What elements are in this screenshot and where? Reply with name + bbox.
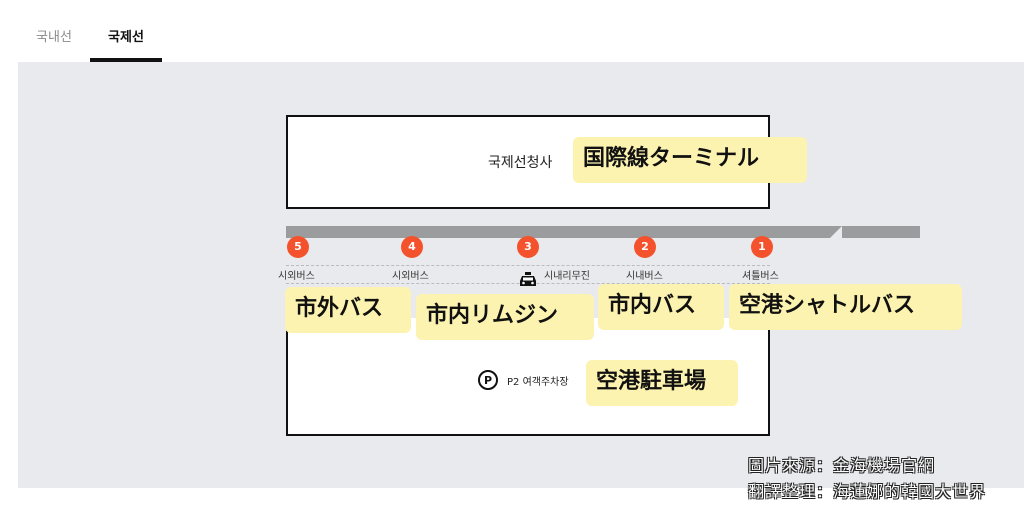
terminal-label: 국제선청사 <box>488 155 553 171</box>
stop-4-marker[interactable]: 4 <box>401 236 423 258</box>
image-source-credit: 圖片來源：金海機場官網 <box>748 456 936 475</box>
road <box>286 226 920 238</box>
stop-2-label: 시내버스 <box>626 271 663 282</box>
stop-1-marker[interactable]: 1 <box>751 236 773 258</box>
stop-3-marker[interactable]: 3 <box>517 236 539 258</box>
stop-5-label: 시외버스 <box>278 271 315 282</box>
lane-divider <box>286 265 770 266</box>
annotation-terminal: 国際線ターミナル <box>573 137 807 183</box>
annotation-intercity-bus: 市外バス <box>285 287 411 333</box>
tab-domestic[interactable]: 국내선 <box>36 30 72 45</box>
tab-bar: 국내선 국제선 <box>0 0 1024 62</box>
stop-4-label: 시외버스 <box>392 271 429 282</box>
stop-3-label: 시내리무진 <box>544 271 590 282</box>
annotation-city-bus: 市内バス <box>598 284 724 330</box>
tab-international[interactable]: 국제선 <box>90 26 162 62</box>
parking-label: P2 여객주차장 <box>507 377 569 388</box>
translation-credit: 翻譯整理：海蓮娜的韓國大世界 <box>748 482 987 501</box>
taxi-icon <box>520 272 536 286</box>
parking-icon: P <box>478 370 498 390</box>
stop-2-marker[interactable]: 2 <box>634 236 656 258</box>
annotation-parking: 空港駐車場 <box>586 360 738 406</box>
annotation-city-limousine: 市内リムジン <box>416 294 594 340</box>
annotation-shuttle-bus: 空港シャトルバス <box>729 284 962 330</box>
stop-5-marker[interactable]: 5 <box>287 236 309 258</box>
stop-1-label: 셔틀버스 <box>742 271 779 282</box>
